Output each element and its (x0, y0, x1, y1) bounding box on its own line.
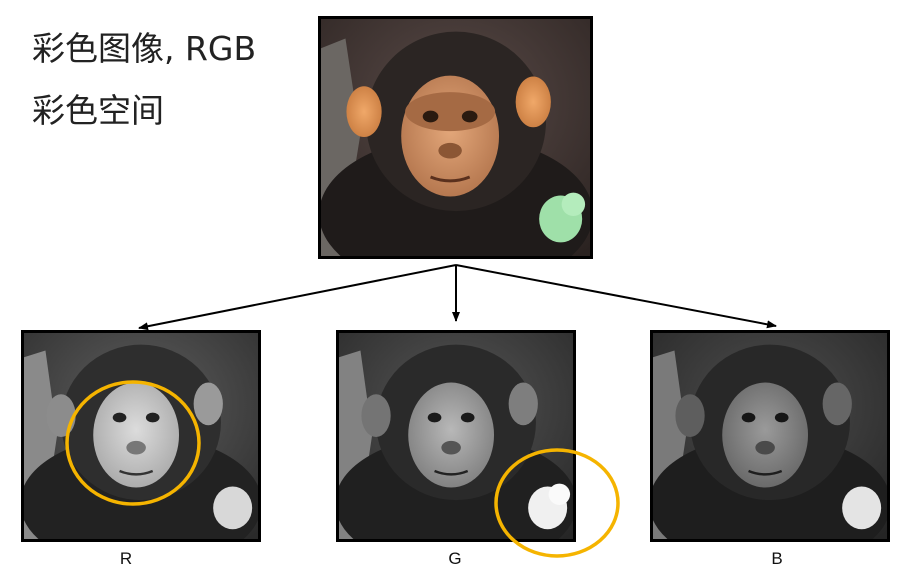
slide-subtitle: 彩色空间 (32, 91, 164, 130)
blue-channel-image (650, 330, 890, 542)
color-image (318, 16, 593, 259)
chimpanzee-blue-channel-icon (653, 333, 887, 539)
channel-label-g: G (448, 549, 462, 568)
chimpanzee-color-photo-icon (321, 19, 590, 256)
red-channel-image (21, 330, 261, 542)
arrow-to-r (138, 264, 457, 331)
arrow-to-b (455, 264, 777, 329)
chimpanzee-red-channel-icon (24, 333, 258, 539)
channel-label-r: R (119, 549, 133, 568)
channel-label-b: B (771, 549, 783, 568)
chimpanzee-green-channel-icon (339, 333, 573, 539)
slide-title: 彩色图像, RGB (32, 29, 257, 68)
green-channel-image (336, 330, 576, 542)
